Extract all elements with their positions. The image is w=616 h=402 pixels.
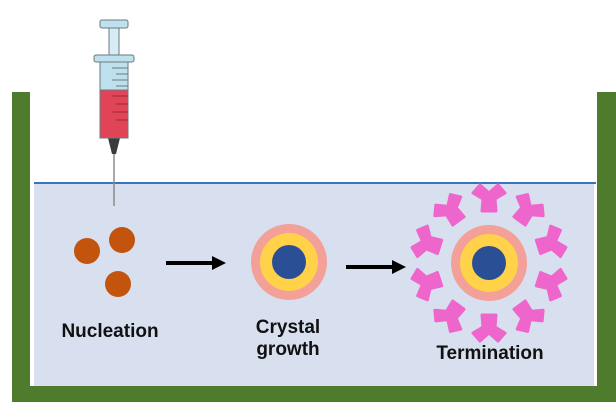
crystal-growth-label-line2: growth <box>256 339 320 360</box>
syringe-icon <box>93 19 135 206</box>
ligand-icon <box>512 299 545 333</box>
capped-particle <box>410 183 568 343</box>
core-shell-particle-icon <box>251 224 327 300</box>
ligand-icon <box>410 267 444 302</box>
ligand-icon <box>471 183 507 213</box>
nucleation-label: Nucleation <box>61 321 159 342</box>
ligand-icon <box>410 224 444 259</box>
ligand-shell <box>410 183 568 343</box>
nuclei-cluster <box>74 227 135 297</box>
ligand-icon <box>433 299 466 333</box>
ligand-icon <box>512 193 545 227</box>
ligand-icon <box>471 313 507 343</box>
core-shell-particle-icon <box>451 225 527 301</box>
nucleus-particle-icon <box>105 271 131 297</box>
crystal-growth-label: Crystal growth <box>240 317 336 361</box>
ligand-icon <box>534 267 568 302</box>
nucleus-particle-icon <box>109 227 135 253</box>
crystal-growth-label-line1: Crystal <box>255 317 321 338</box>
ligand-icon <box>433 193 466 227</box>
nucleus-particle-icon <box>74 238 100 264</box>
right-arrow-icon <box>346 260 406 274</box>
termination-label: Termination <box>436 343 544 364</box>
ligand-icon <box>534 224 568 259</box>
right-arrow-icon <box>166 256 226 270</box>
